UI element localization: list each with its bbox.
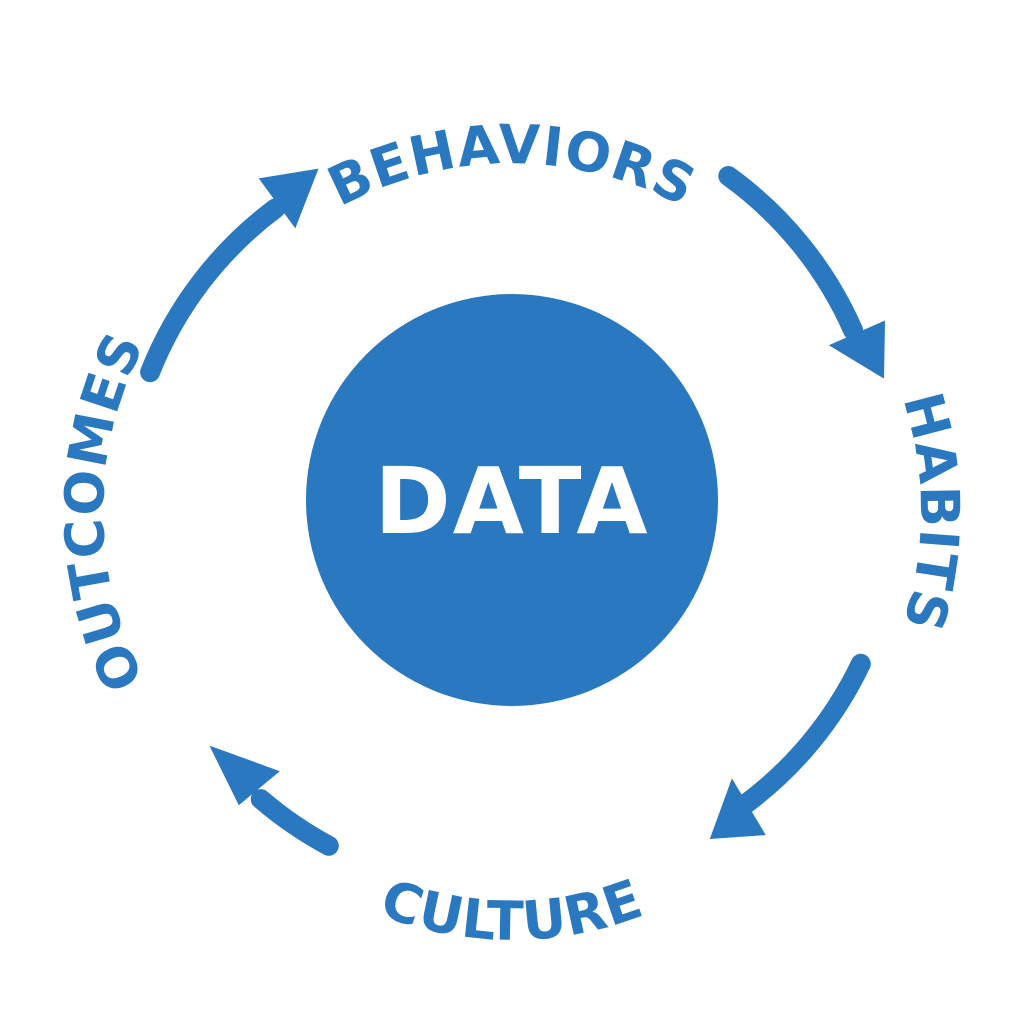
arrow-behaviors-to-habits: [718, 166, 885, 379]
label-outcomes: OUTCOMES: [52, 323, 156, 701]
label-habits: HABITS: [891, 386, 971, 638]
arrow-habits-to-culture: [709, 653, 871, 839]
label-behaviors: BEHAVIORS: [318, 113, 705, 218]
label-culture: CULTURE: [373, 867, 650, 953]
center-label: DATA: [374, 448, 649, 555]
arrow-outcomes-to-behaviors: [140, 168, 319, 383]
arrow-culture-to-outcomes: [209, 745, 339, 856]
center-circle: [306, 294, 718, 706]
